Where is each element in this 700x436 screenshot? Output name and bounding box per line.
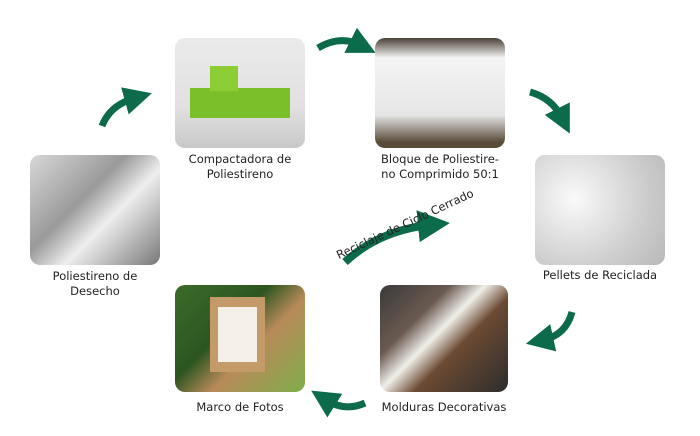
arrow-waste-to-compactor — [98, 87, 152, 128]
compressed-blocks-image — [375, 38, 505, 148]
arrow-blocks-to-pellets — [528, 88, 570, 134]
label-blocks: Bloque de Poliestire-no Comprimido 50:1 — [381, 152, 499, 181]
pellets-image — [535, 155, 665, 265]
moldings-image — [380, 285, 508, 392]
arrow-pellets-to-moldings — [525, 310, 576, 352]
arrow-moldings-to-frame — [311, 390, 367, 418]
photo-frame-image — [175, 285, 305, 392]
arrow-compactor-to-blocks — [316, 27, 376, 53]
label-moldings: Molduras Decorativas — [381, 400, 507, 414]
arrow-center — [342, 210, 450, 265]
label-pellets: Pellets de Reciclada — [542, 268, 658, 282]
compactor-machine-image — [175, 38, 305, 148]
waste-polystyrene-image — [30, 155, 160, 265]
label-photo-frame: Marco de Fotos — [196, 400, 284, 414]
